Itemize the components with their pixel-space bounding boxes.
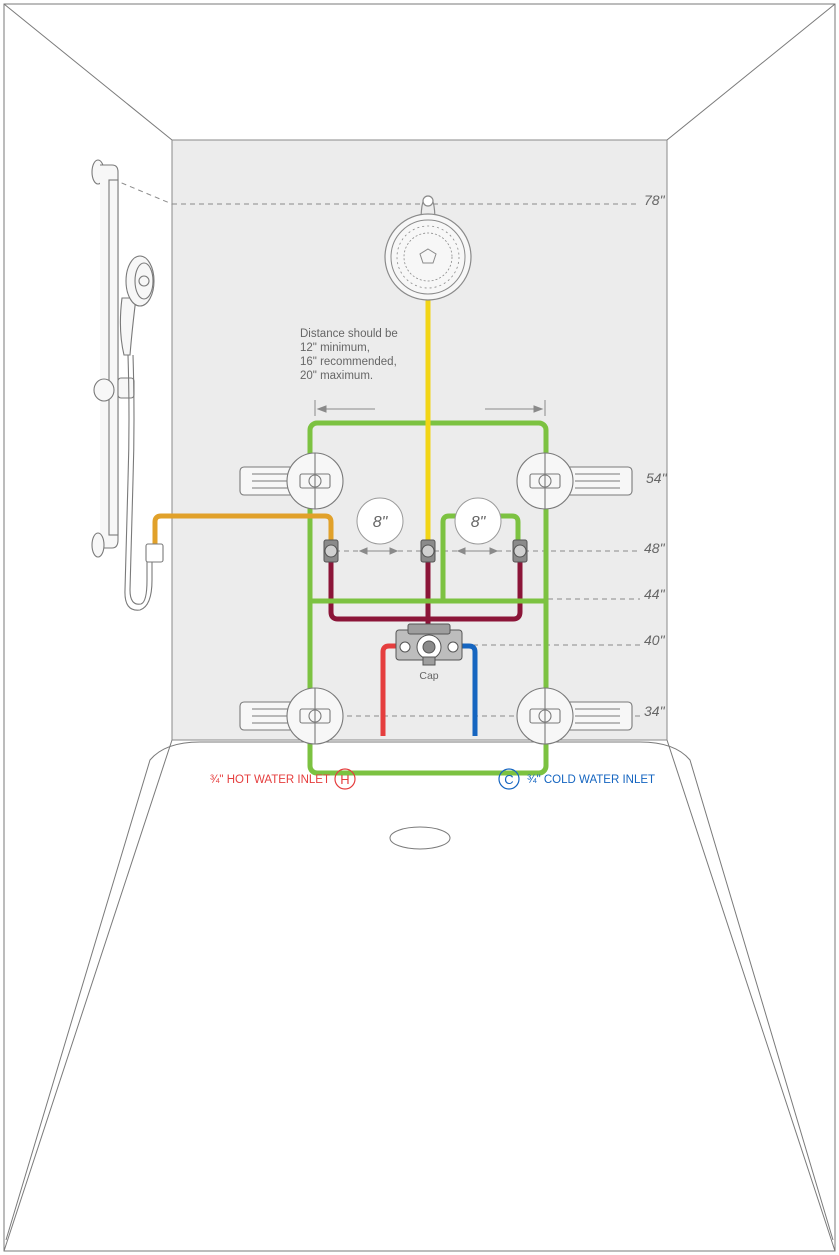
slide-bar-holder [93, 377, 135, 402]
cap-label: Cap [419, 670, 438, 682]
spacing-bubble-right: 8" [454, 497, 502, 545]
height-label-78: 78" [644, 192, 666, 208]
corner-line-top-right [666, 3, 836, 141]
hot-symbol: H [340, 772, 349, 787]
spacing-bubble-left: 8" [356, 497, 404, 545]
cold-supply-pipe [462, 643, 478, 736]
drain [389, 826, 451, 850]
note-line-4: 20" maximum. [300, 370, 373, 382]
body-spray-upper-left [239, 452, 344, 510]
corner-line-bottom-right [666, 739, 836, 1252]
spacing-note: Distance should be 12" minimum, 16" reco… [300, 328, 398, 382]
spacing-label-right: 8" [471, 514, 487, 531]
height-label-40: 40" [644, 632, 666, 648]
hot-supply-pipe [380, 643, 396, 736]
shower-base [5, 741, 834, 1241]
cold-symbol: C [504, 772, 513, 787]
body-spray-upper-right [516, 452, 633, 510]
cold-symbol-circle [498, 768, 520, 790]
spacing-arrows [314, 400, 546, 416]
hot-inlet-label: ¾" HOT WATER INLET H [210, 768, 356, 790]
height-labels: 78" 54" 48" 44" 40" 34" [644, 192, 668, 719]
body-spray-lower-left [239, 687, 344, 745]
hot-inlet-text: ¾" HOT WATER INLET [210, 774, 330, 786]
handshower-hose [124, 354, 153, 611]
volume-spacing-arrows [358, 547, 499, 555]
thermostatic-valve [395, 623, 463, 666]
note-line-3: 16" recommended, [300, 356, 397, 368]
corner-line-top-left [3, 3, 173, 141]
height-label-54: 54" [646, 470, 668, 486]
height-label-34: 34" [644, 703, 666, 719]
volume-control-left [323, 539, 339, 563]
showerhead [384, 195, 472, 301]
spacing-label-left: 8" [373, 514, 389, 531]
cold-inlet-text: ¾" COLD WATER INLET [527, 774, 655, 786]
diverter-outlet-pipes [328, 560, 523, 632]
volume-control-right [512, 539, 528, 563]
height-label-48: 48" [644, 540, 666, 556]
height-label-44: 44" [644, 586, 666, 602]
note-line-1: Distance should be [300, 328, 398, 340]
volume-control-center [420, 539, 436, 563]
body-spray-lower-right [516, 687, 633, 745]
handshower-supply-pipe [152, 513, 334, 545]
cold-inlet-label: C ¾" COLD WATER INLET [498, 768, 655, 790]
slide-bar [91, 159, 119, 558]
corner-line-bottom-left [3, 739, 173, 1252]
hot-symbol-circle [334, 768, 356, 790]
hand-shower [119, 255, 155, 356]
note-line-2: 12" minimum, [300, 342, 370, 354]
outer-frame [3, 3, 836, 1252]
wall-supply-elbow [145, 543, 164, 563]
